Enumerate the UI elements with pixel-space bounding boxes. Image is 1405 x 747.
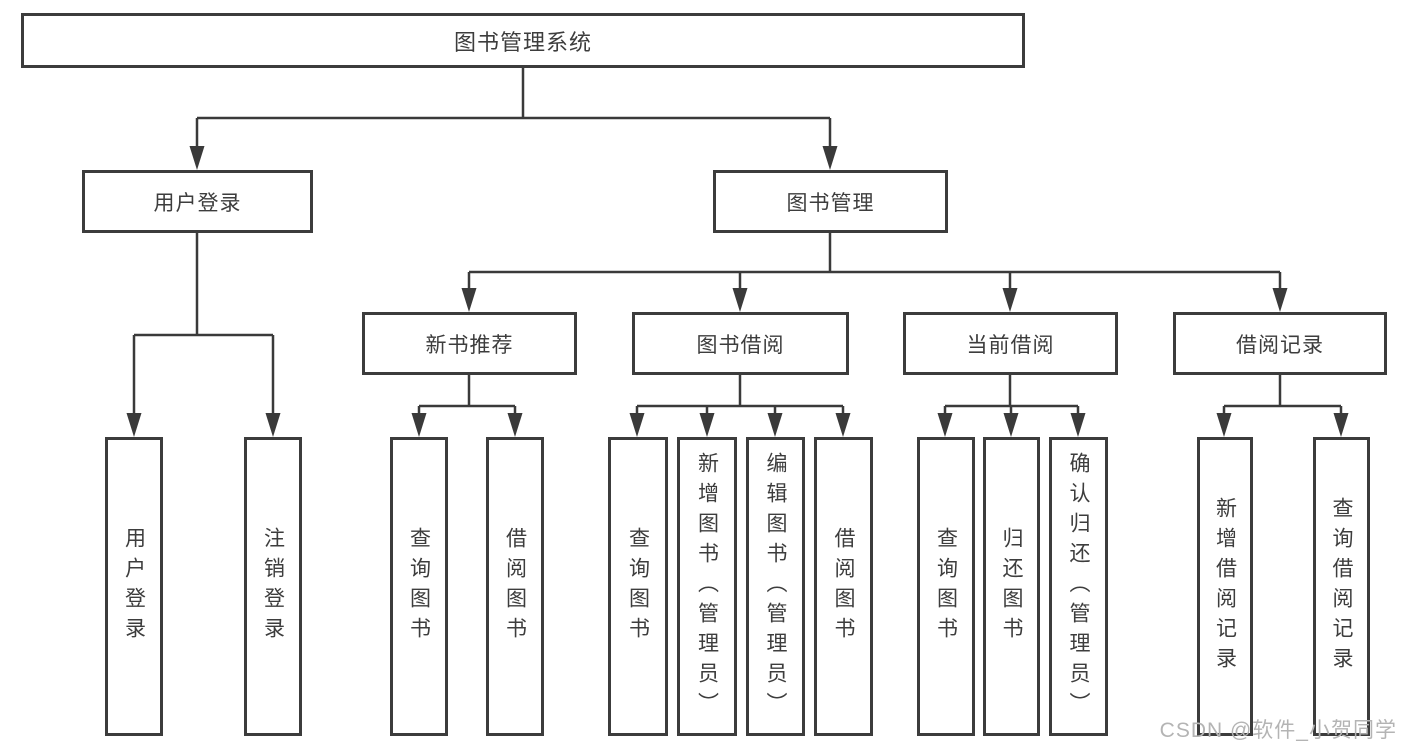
leaf-borrow-edit-books-admin-label: 编辑图书（管理员） bbox=[764, 451, 787, 722]
leaf-records-add-borrow-record-label: 新增借阅记录 bbox=[1213, 496, 1237, 677]
arrowhead-icon bbox=[822, 146, 838, 170]
arrowhead-icon bbox=[461, 288, 477, 312]
leaf-records-add-borrow-record: 新增借阅记录 bbox=[1197, 437, 1253, 736]
arrowhead-icon bbox=[1272, 288, 1288, 312]
leaf-borrow-borrow-books: 借阅图书 bbox=[814, 437, 873, 736]
leaf-logout-login-label: 注销登录 bbox=[261, 526, 285, 647]
leaf-current-query-books: 查询图书 bbox=[917, 437, 975, 736]
arrowhead-icon bbox=[1216, 413, 1232, 437]
arrowhead-icon bbox=[767, 413, 783, 437]
arrowheads bbox=[126, 146, 1349, 437]
arrowhead-icon bbox=[1003, 413, 1019, 437]
arrowhead-icon bbox=[1002, 288, 1018, 312]
arrowhead-icon bbox=[732, 288, 748, 312]
leaf-user-login-label: 用户登录 bbox=[122, 526, 146, 647]
node-book-management: 图书管理 bbox=[713, 170, 948, 233]
leaf-newbook-borrow-books-label: 借阅图书 bbox=[503, 526, 527, 647]
arrowhead-icon bbox=[411, 413, 427, 437]
node-book-borrow-label: 图书借阅 bbox=[696, 333, 785, 357]
leaf-newbook-borrow-books: 借阅图书 bbox=[486, 437, 544, 736]
leaf-current-query-books-label: 查询图书 bbox=[934, 526, 958, 647]
node-book-borrow: 图书借阅 bbox=[632, 312, 849, 375]
node-current-borrow-label: 当前借阅 bbox=[966, 333, 1055, 357]
node-root-label: 图书管理系统 bbox=[453, 29, 592, 55]
arrowhead-icon bbox=[189, 146, 205, 170]
node-root: 图书管理系统 bbox=[21, 13, 1025, 68]
arrowhead-icon bbox=[507, 413, 523, 437]
node-new-book-recommend-label: 新书推荐 bbox=[425, 333, 514, 357]
node-borrow-records-label: 借阅记录 bbox=[1236, 333, 1324, 357]
node-new-book-recommend: 新书推荐 bbox=[362, 312, 577, 375]
leaf-current-confirm-return-admin-label: 确认归还（管理员） bbox=[1067, 451, 1090, 722]
leaf-logout-login: 注销登录 bbox=[244, 437, 302, 736]
leaf-current-return-books: 归还图书 bbox=[983, 437, 1040, 736]
node-user-login-label: 用户登录 bbox=[153, 191, 242, 215]
leaf-borrow-add-books-admin-label: 新增图书（管理员） bbox=[695, 451, 719, 722]
node-current-borrow: 当前借阅 bbox=[903, 312, 1118, 375]
leaf-records-query-borrow-record: 查询借阅记录 bbox=[1313, 437, 1370, 736]
leaf-borrow-query-books: 查询图书 bbox=[608, 437, 668, 736]
arrowhead-icon bbox=[265, 413, 281, 437]
csdn-watermark: CSDN @软件_小贺同学 bbox=[1159, 719, 1397, 742]
node-borrow-records: 借阅记录 bbox=[1173, 312, 1387, 375]
node-user-login: 用户登录 bbox=[82, 170, 313, 233]
leaf-current-confirm-return-admin: 确认归还（管理员） bbox=[1049, 437, 1108, 736]
arrowhead-icon bbox=[699, 413, 715, 437]
leaf-records-query-borrow-record-label: 查询借阅记录 bbox=[1330, 496, 1353, 677]
arrowhead-icon bbox=[1070, 413, 1086, 437]
arrowhead-icon bbox=[835, 413, 851, 437]
leaf-borrow-query-books-label: 查询图书 bbox=[626, 526, 650, 647]
leaf-borrow-borrow-books-label: 借阅图书 bbox=[832, 526, 855, 647]
arrowhead-icon bbox=[126, 413, 142, 437]
arrowhead-icon bbox=[629, 413, 645, 437]
leaf-newbook-query-books: 查询图书 bbox=[390, 437, 448, 736]
leaf-user-login: 用户登录 bbox=[105, 437, 163, 736]
leaf-borrow-add-books-admin: 新增图书（管理员） bbox=[677, 437, 737, 736]
leaf-current-return-books-label: 归还图书 bbox=[1000, 526, 1023, 647]
leaf-borrow-edit-books-admin: 编辑图书（管理员） bbox=[746, 437, 805, 736]
arrowhead-icon bbox=[937, 413, 953, 437]
leaf-newbook-query-books-label: 查询图书 bbox=[407, 526, 431, 647]
arrowhead-icon bbox=[1333, 413, 1349, 437]
node-book-management-label: 图书管理 bbox=[786, 191, 875, 215]
